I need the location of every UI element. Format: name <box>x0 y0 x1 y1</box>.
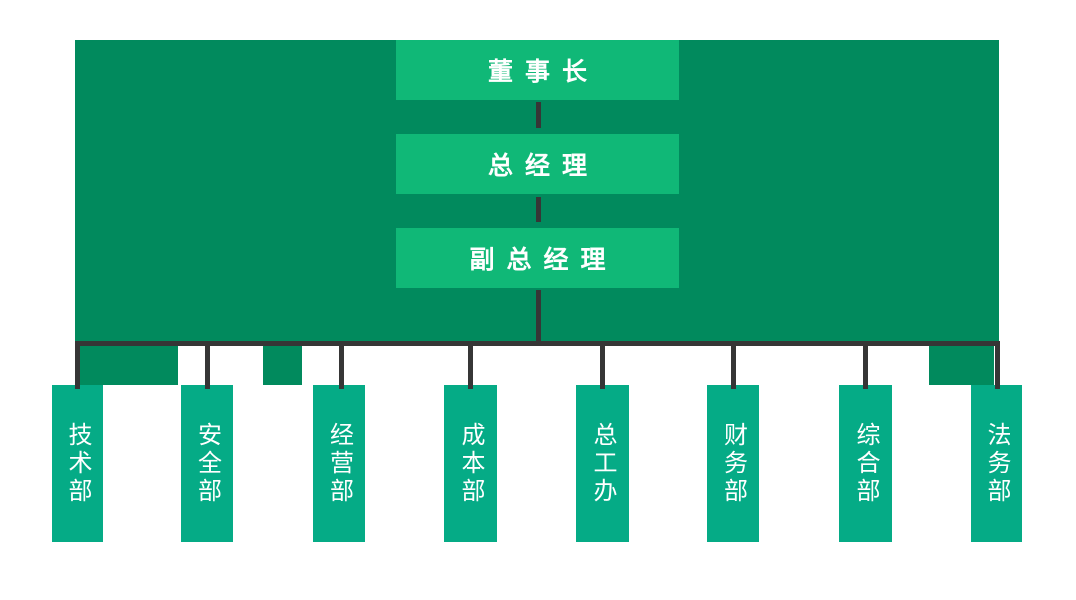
dept-label-general-affairs: 综合部 <box>852 421 879 506</box>
connector-dept-cost <box>468 341 473 389</box>
banner-stub-right <box>929 344 994 385</box>
dept-box-chief-engineer-office: 总工办 <box>576 385 629 542</box>
connector-dept-legal <box>995 341 1000 389</box>
dept-label-technology: 技术部 <box>64 421 91 506</box>
deputy-general-manager-box: 副总经理 <box>396 228 679 288</box>
banner-stub-left <box>80 344 178 385</box>
connector-horizontal-rail <box>75 341 1000 346</box>
dept-box-cost: 成本部 <box>444 385 497 542</box>
dept-box-legal: 法务部 <box>971 385 1022 542</box>
banner-stub-middle <box>263 344 302 385</box>
dept-label-chief-engineer-office: 总工办 <box>589 421 616 506</box>
connector-dept-general-affairs <box>863 341 868 389</box>
dept-label-safety: 安全部 <box>193 421 221 506</box>
dept-label-cost: 成本部 <box>457 421 484 506</box>
deputy-general-manager-label: 副总经理 <box>469 246 618 274</box>
dept-box-finance: 财务部 <box>707 385 759 542</box>
dept-box-general-affairs: 综合部 <box>839 385 892 542</box>
dept-box-technology: 技术部 <box>52 385 103 542</box>
connector-dept-operations <box>339 341 344 389</box>
connector-dept-safety <box>205 341 210 389</box>
dept-label-finance: 财务部 <box>719 421 747 506</box>
dept-box-operations: 经营部 <box>313 385 365 542</box>
chairman-label: 董事长 <box>487 58 599 86</box>
dept-label-operations: 经营部 <box>325 421 353 506</box>
chairman-box: 董事长 <box>396 40 679 100</box>
connector-chairman-gm <box>536 102 541 128</box>
dept-label-legal: 法务部 <box>983 421 1010 506</box>
connector-dept-chief-engineer-office <box>600 341 605 389</box>
general-manager-label: 总经理 <box>487 152 599 180</box>
general-manager-box: 总经理 <box>396 134 679 194</box>
connector-dept-technology <box>75 341 80 389</box>
dept-box-safety: 安全部 <box>181 385 233 542</box>
connector-trunk <box>536 290 541 341</box>
connector-gm-deputy <box>536 197 541 222</box>
connector-dept-finance <box>731 341 736 389</box>
